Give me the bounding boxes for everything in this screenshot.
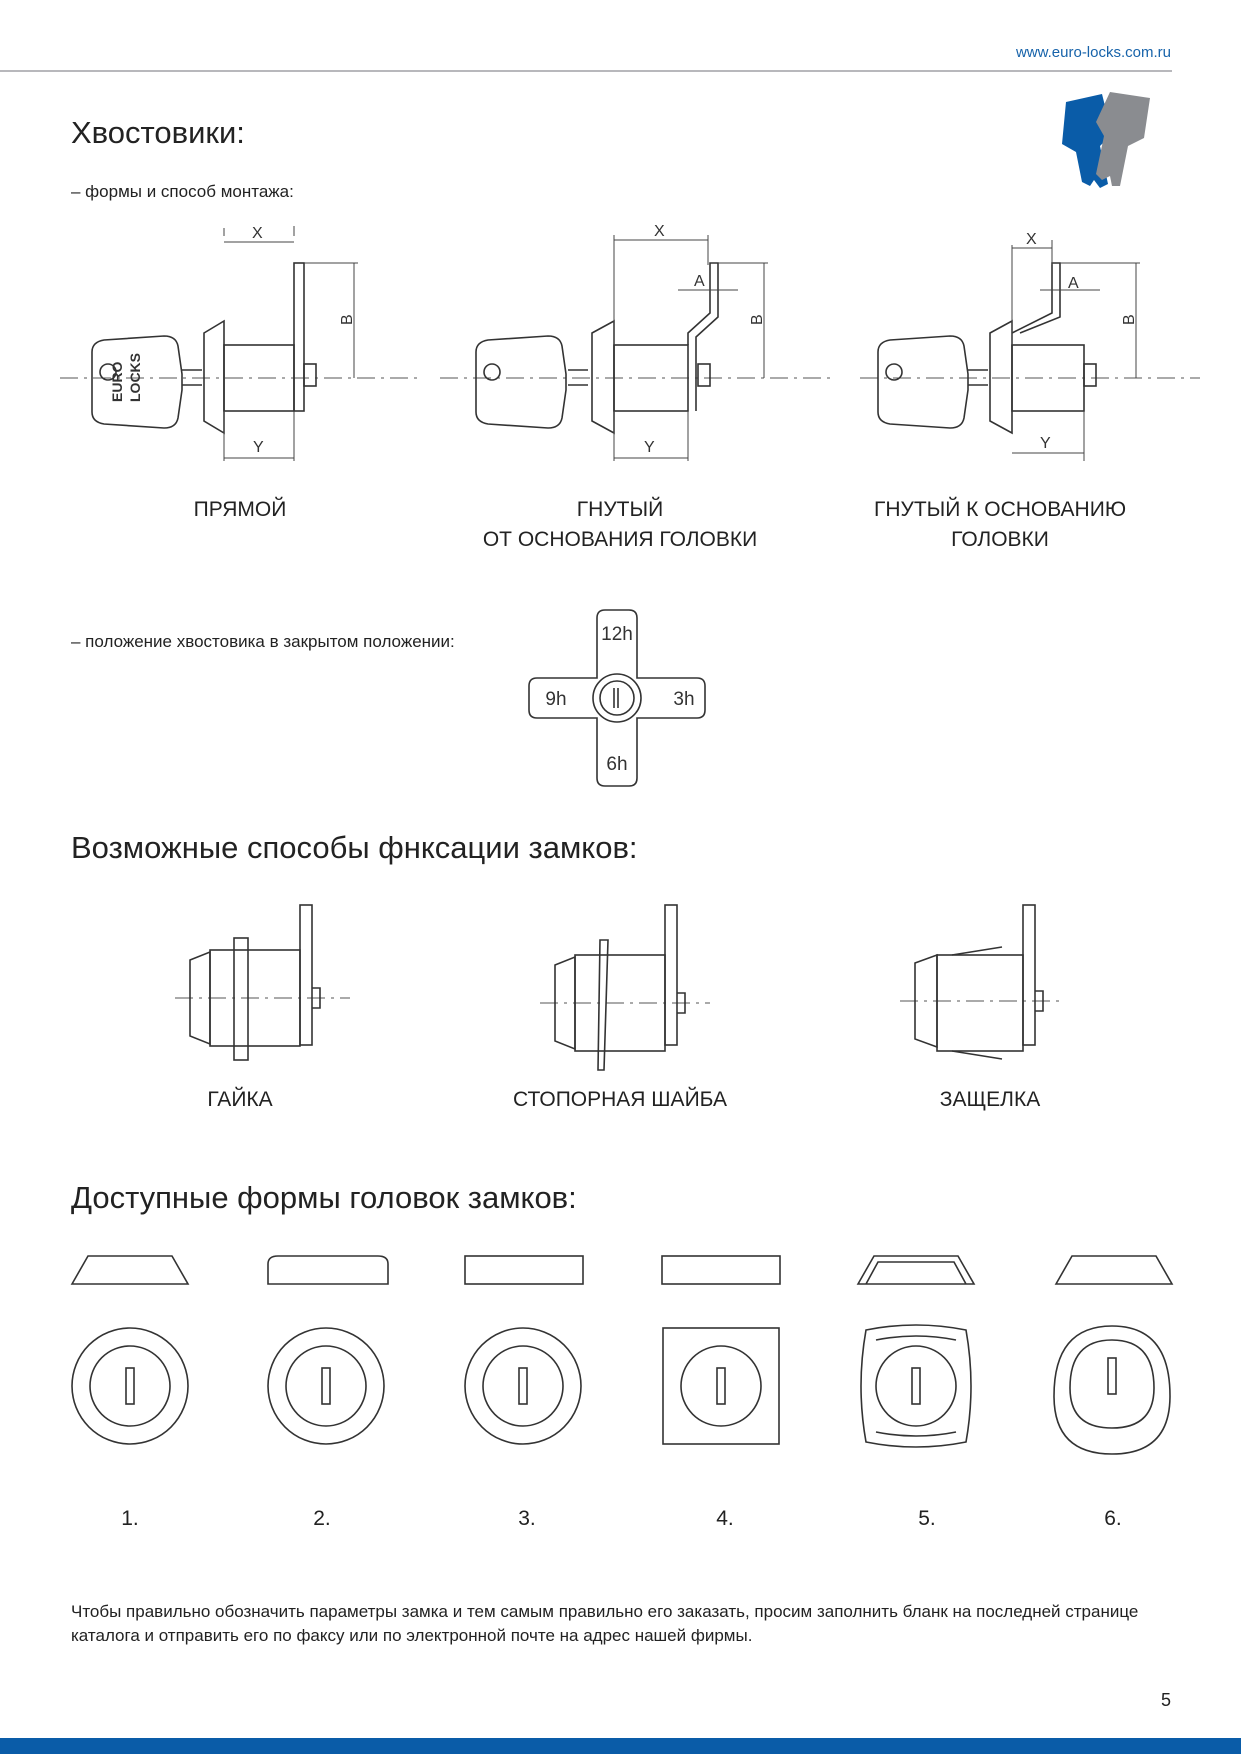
svg-text:Y: Y [253,439,264,456]
footer-bar [0,1738,1241,1754]
header-divider [0,70,1172,72]
fixing-label-latch: ЗАЩЕЛКА [939,1088,1041,1111]
cam-position-diagram: 12h 3h 6h 9h [528,609,706,787]
latch-fixing-drawing [900,904,1065,1060]
svg-text:EURO: EURO [109,361,125,402]
svg-text:X: X [252,225,263,242]
svg-text:X: X [1026,231,1037,248]
cams-subtitle: – формы и способ монтажа: [71,182,294,201]
type-label-straight: ПРЯМОЙ [193,498,287,521]
head-shape-number: 6. [1104,1507,1122,1530]
svg-text:Y: Y [1040,435,1051,452]
section-title-fixing: Возможные способы фнксации замков: [71,830,638,865]
fixing-label-nut: ГАЙКА [207,1088,273,1111]
head-fronts [71,1324,1171,1455]
head-shape-number: 4. [716,1507,734,1530]
page-number: 5 [1160,1690,1171,1710]
section-title-cams: Хвостовики: [71,115,245,150]
svg-text:X: X [654,223,665,240]
bent-cam-drawing [440,235,830,461]
section-title-heads: Доступные формы головок замков: [71,1180,577,1215]
svg-text:Y: Y [644,439,655,456]
head-profiles [70,1255,1174,1285]
order-note: Чтобы правильно обозначить параметры зам… [71,1602,1139,1645]
svg-text:B: B [339,314,356,325]
svg-text:12h: 12h [601,624,633,645]
retaining-washer-drawing [540,904,710,1071]
svg-text:A: A [1068,275,1079,292]
position-subtitle: – положение хвостовика в закрытом положе… [71,632,455,651]
svg-text:9h: 9h [545,689,566,710]
nut-fixing-drawing [175,904,350,1061]
svg-text:6h: 6h [606,754,627,775]
svg-text:B: B [749,314,766,325]
fixing-label-washer: СТОПОРНАЯ ШАЙБА [513,1088,727,1111]
head-shape-number: 3. [518,1507,536,1530]
svg-text:B: B [1121,314,1138,325]
head-shape-number: 5. [918,1507,936,1530]
website-link[interactable]: www.euro-locks.com.ru [1015,44,1171,61]
svg-text:LOCKS: LOCKS [127,353,143,402]
straight-cam-drawing: EURO LOCKS [60,226,420,461]
head-shape-number: 1. [121,1507,139,1530]
bent-to-base-cam-drawing [860,240,1200,461]
svg-text:3h: 3h [673,689,694,710]
head-shape-number: 2. [313,1507,331,1530]
svg-text:A: A [694,273,705,290]
keys-logo-icon [1062,92,1150,188]
